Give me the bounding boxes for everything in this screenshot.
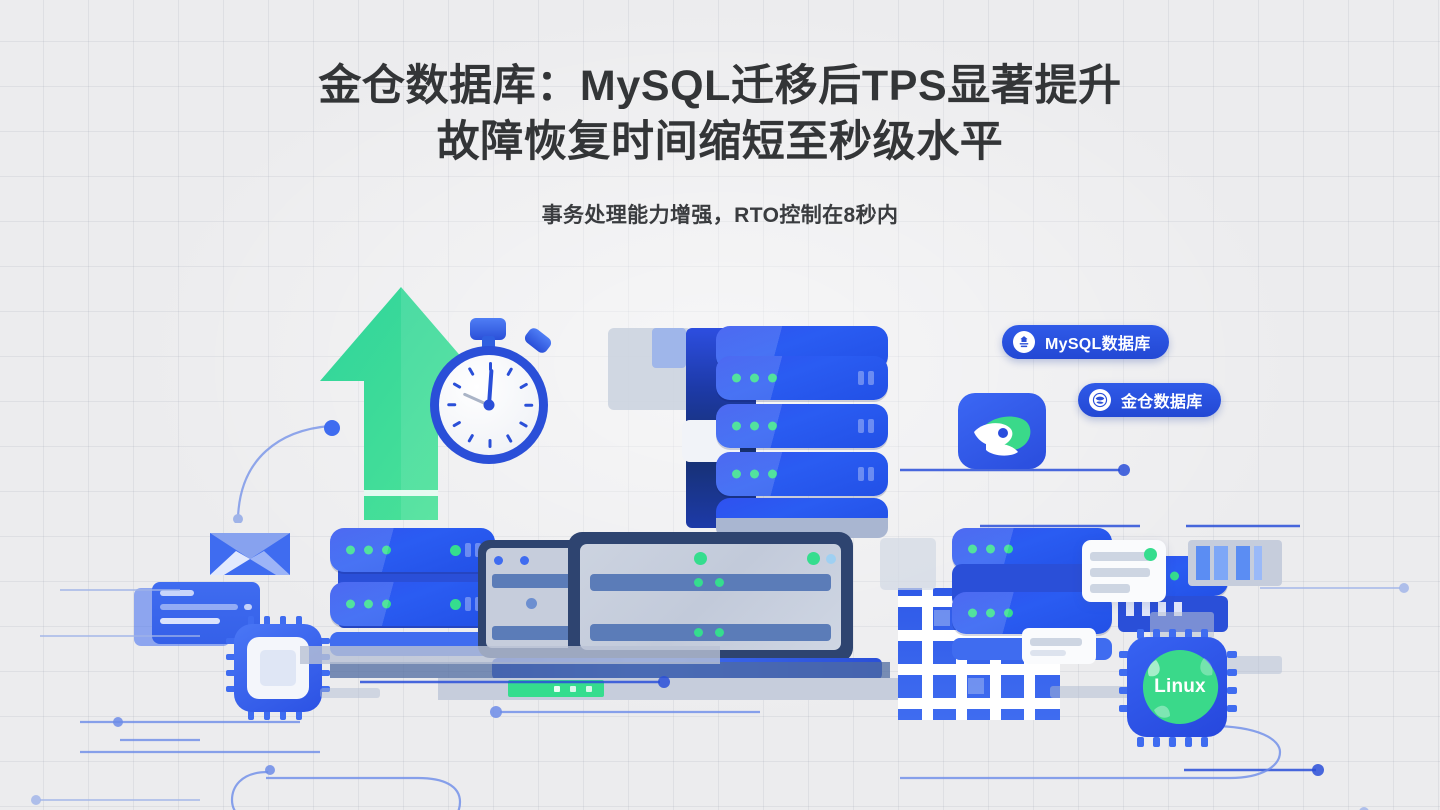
- badge-mysql-label: MySQL数据库: [1045, 336, 1151, 353]
- stopwatch-side-button: [522, 325, 554, 356]
- page-subtitle: 事务处理能力增强，RTO控制在8秒内: [541, 204, 899, 227]
- kingbase-logo-icon: [974, 416, 1031, 456]
- header-block: 金仓数据库：MySQL迁移后TPS显著提升 故障恢复时间缩短至秒级水平 事务处理…: [0, 58, 1440, 229]
- mysql-logo-icon: [1013, 331, 1035, 353]
- page-title-line-1: 金仓数据库：MySQL迁移后TPS显著提升: [318, 62, 1122, 110]
- linux-logo-blob: Linux: [1140, 648, 1220, 726]
- badge-kingbase[interactable]: 金仓数据库: [1078, 383, 1221, 417]
- kingbase-logo-icon: [1089, 389, 1111, 411]
- page-title-line-2: 故障恢复时间缩短至秒级水平: [436, 118, 1004, 166]
- badge-kingbase-label: 金仓数据库: [1121, 394, 1203, 411]
- linux-label: Linux: [1154, 676, 1206, 697]
- circuit-traces: [31, 464, 1409, 810]
- back-panel-blue: [652, 328, 686, 368]
- server-blade: [716, 356, 888, 400]
- badge-mysql[interactable]: MySQL数据库: [1002, 325, 1169, 359]
